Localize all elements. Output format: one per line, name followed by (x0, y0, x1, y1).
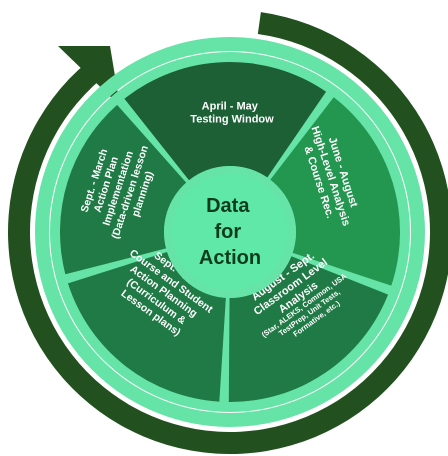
segment-label-april-may: April - May Testing Window (190, 97, 274, 126)
cycle-segments (60, 61, 400, 402)
segment-june-august (270, 97, 400, 286)
segment-label-june-august: June - August High-Level Analysis & Cour… (296, 120, 369, 236)
segment-april-may (124, 61, 327, 181)
segment-sept-nov (67, 251, 226, 402)
segment-august-sept (228, 256, 389, 402)
center-label: Data for Action (199, 195, 261, 269)
label-line: Testing Window (190, 114, 274, 126)
center-line: Action (199, 247, 261, 269)
light-ring-circle (35, 37, 425, 427)
center-line: Data (206, 195, 250, 217)
label-line: April - May (202, 101, 259, 113)
center-line: for (214, 221, 241, 243)
center-circle (172, 174, 288, 290)
segment-sept-march (60, 104, 187, 275)
